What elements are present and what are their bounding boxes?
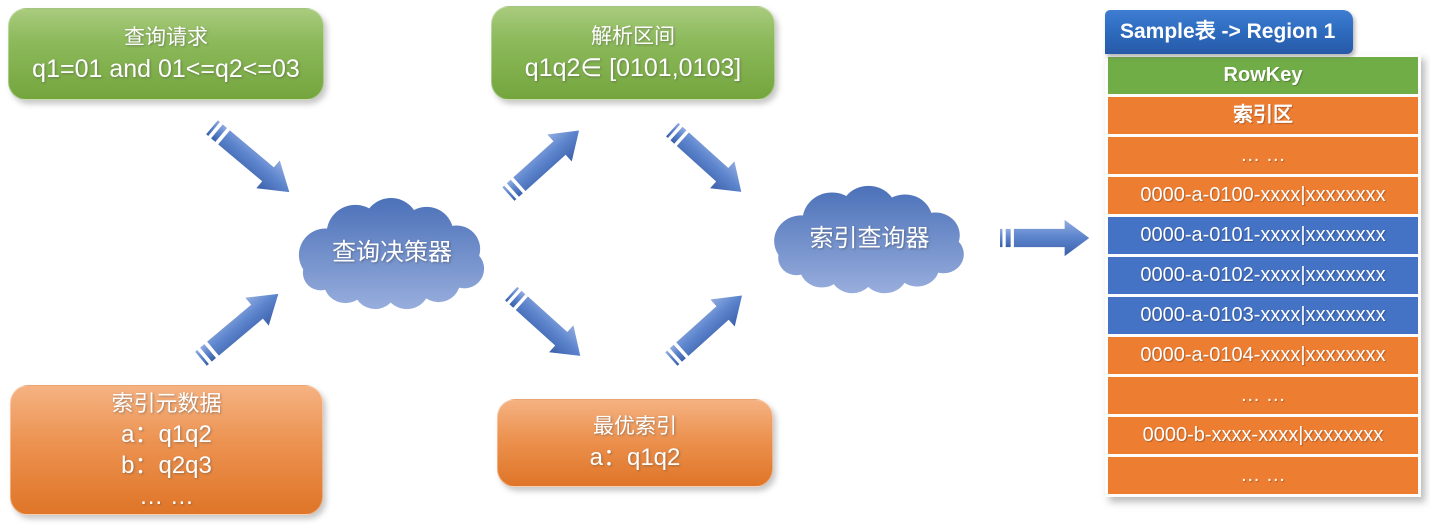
cloud-query-decider-label: 查询决策器 [332, 238, 452, 266]
box-parsed-range-interval: q1q2∈ [0101,0103] [524, 54, 742, 82]
arrow-query-request-to-decider [206, 120, 290, 193]
box-best-index: 最优索引 a：q1q2 [497, 399, 773, 487]
table-body: RowKey 索引区 … … 0000-a-0100-xxxx|xxxxxxxx… [1105, 54, 1421, 497]
table-row: 0000-a-0101-xxxx|xxxxxxxx [1108, 217, 1418, 254]
box-parsed-range-title: 解析区间 [591, 25, 675, 48]
cloud-query-decider: 查询决策器 [288, 196, 496, 314]
arrow-index-querier-to-table [1000, 219, 1090, 257]
cloud-index-querier: 索引查询器 [763, 184, 976, 298]
table-row: 0000-a-0100-xxxx|xxxxxxxx [1108, 177, 1418, 214]
table-row: RowKey [1108, 57, 1418, 94]
box-index-metadata: 索引元数据 a：q1q2 b：q2q3 … … [10, 385, 323, 515]
arrow-best-index-to-index-querier [665, 295, 743, 366]
cloud-index-querier-label: 索引查询器 [809, 224, 930, 252]
box-best-index-entry: a：q1q2 [589, 444, 681, 471]
box-query-request: 查询请求 q1=01 and 01<=q2<=03 [8, 8, 324, 100]
box-index-metadata-entry-b: b：q2q3 [121, 451, 212, 479]
table-row: … … [1108, 377, 1418, 414]
cloud-icon [774, 185, 964, 294]
table-row: 索引区 [1108, 97, 1418, 134]
table-row: 0000-a-0104-xxxx|xxxxxxxx [1108, 337, 1418, 374]
arrow-decider-to-parsed-range [502, 130, 580, 201]
box-index-metadata-entry-a: a：q1q2 [121, 420, 212, 448]
arrow-decider-to-best-index [504, 286, 581, 356]
box-index-metadata-ellipsis: … … [139, 482, 194, 510]
table-title-tab: Sample表 -> Region 1 [1105, 10, 1353, 54]
arrow-index-metadata-to-decider [195, 293, 279, 366]
box-index-metadata-title: 索引元数据 [111, 390, 222, 416]
cloud-icon [298, 197, 485, 310]
box-best-index-title: 最优索引 [593, 415, 677, 438]
box-parsed-range: 解析区间 q1q2∈ [0101,0103] [491, 6, 775, 100]
table-row: 0000-a-0102-xxxx|xxxxxxxx [1108, 257, 1418, 294]
sample-region-table: Sample表 -> Region 1 RowKey 索引区 … … 0000-… [1105, 10, 1421, 497]
table-row: 0000-a-0103-xxxx|xxxxxxxx [1108, 297, 1418, 334]
box-query-request-title: 查询请求 [124, 26, 208, 49]
table-row: … … [1108, 137, 1418, 174]
arrow-parsed-range-to-index-querier [665, 122, 742, 192]
table-row: 0000-b-xxxx-xxxx|xxxxxxxx [1108, 417, 1418, 454]
box-query-request-condition: q1=01 and 01<=q2<=03 [32, 55, 300, 83]
table-row: … … [1108, 457, 1418, 494]
